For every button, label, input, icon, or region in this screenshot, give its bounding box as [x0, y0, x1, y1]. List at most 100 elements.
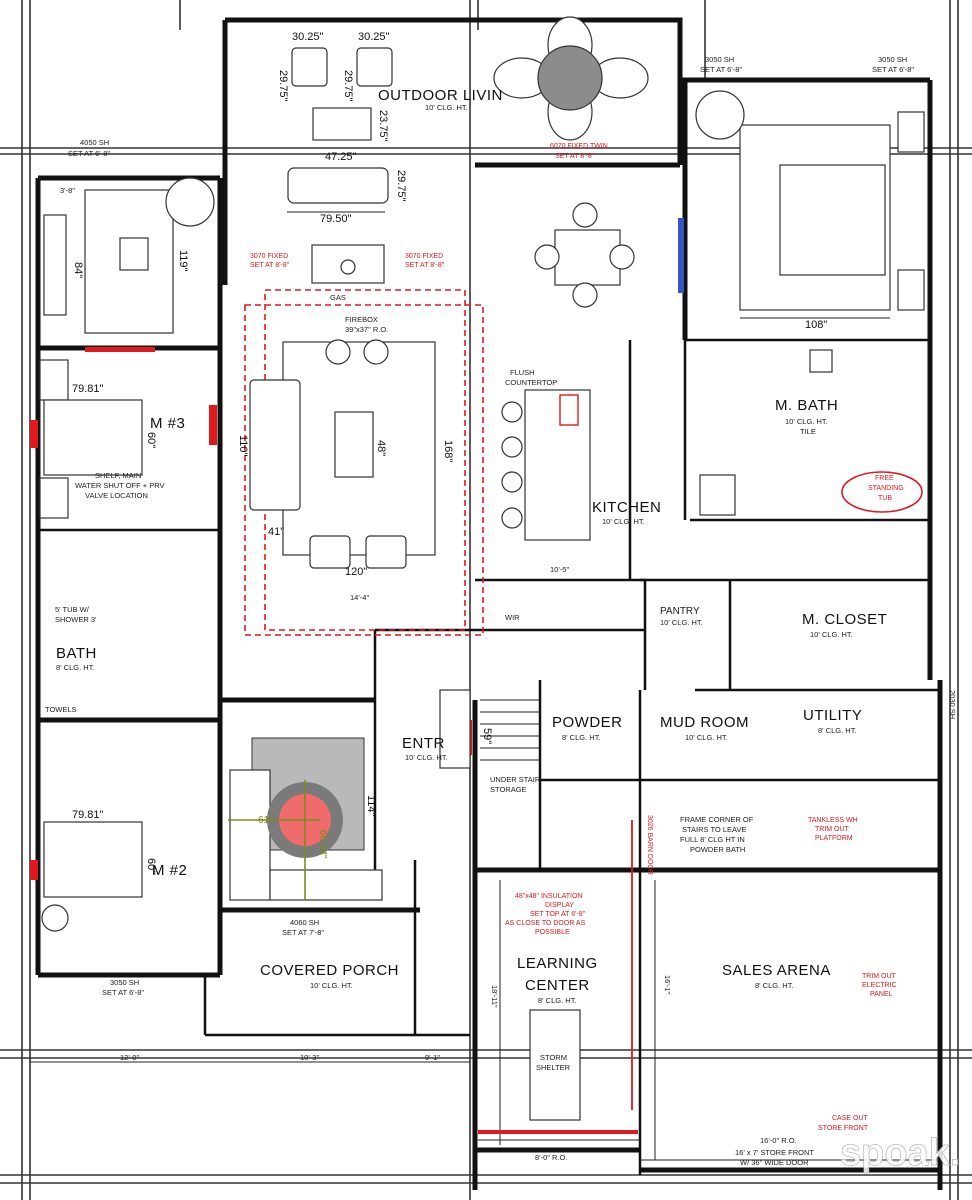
- dim-entry-114: 114": [365, 795, 377, 817]
- note-storefront-b: STORE FRONT: [818, 1125, 869, 1132]
- note-shelf-c: VALVE LOCATION: [85, 491, 148, 500]
- stairs: [439, 689, 540, 769]
- room-entry: ENTR: [402, 735, 445, 752]
- dim-14-4: 14'-4": [350, 593, 369, 602]
- dim-chair-61: 61": [258, 815, 273, 826]
- note-insulation-d: AS CLOSE TO DOOR AS: [505, 920, 586, 927]
- room-master-bath-sub: 10' CLG. HT.: [785, 417, 828, 426]
- window-label-4: 4060 SH: [290, 918, 319, 927]
- dim-sales-16: 16'-1": [663, 975, 672, 994]
- note-flush: FLUSH: [510, 368, 535, 377]
- window-label-4b: SET AT 7'-8": [282, 928, 324, 937]
- kitchen: [501, 202, 635, 541]
- storm-shelter-box: [529, 1009, 581, 1121]
- note-tankless-c: PLATFORM: [815, 835, 853, 842]
- window-label-1: 4050 SH: [80, 138, 109, 147]
- dim-porch-10: 10'-3": [300, 1053, 319, 1062]
- room-outdoor-living-sub: 10' CLG. HT.: [425, 103, 468, 112]
- dim-sofa-d: 29.75": [395, 170, 407, 202]
- room-master-closet-sub: 10' CLG. HT.: [810, 630, 853, 639]
- room-bath: BATH: [56, 645, 97, 662]
- window-label-6: 2030 SH: [948, 690, 957, 719]
- dim-sofa-w: 79.50": [320, 213, 352, 225]
- room-mud-room: MUD ROOM: [660, 714, 749, 731]
- dim-10-5: 10'-5": [550, 565, 569, 574]
- note-stairs-b: STAIRS TO LEAVE: [682, 825, 746, 834]
- window-label-3b: SET AT 6'-8": [872, 65, 914, 74]
- window-marker: [85, 347, 155, 352]
- storefront-marker: [478, 1130, 638, 1134]
- dim-bed2-l: 60": [145, 858, 157, 874]
- room-utility-sub: 8' CLG. HT.: [818, 726, 857, 735]
- walls: [35, 17, 943, 1190]
- dim-living-110: 110": [237, 435, 249, 457]
- watermark-logo: spoak.: [840, 1132, 960, 1174]
- dim-bed2-w: 79.81": [72, 809, 104, 821]
- room-bedroom2: M #2: [152, 862, 187, 879]
- room-learning-center: LEARNING: [517, 955, 598, 972]
- room-learning-center-2: CENTER: [525, 977, 590, 994]
- note-tub-c: TUB: [878, 495, 892, 502]
- dim-chair-3: 29.75": [277, 70, 289, 102]
- note-3070-a: 3070 FIXED: [250, 253, 288, 260]
- patio-table: [493, 16, 649, 141]
- note-tub-shower-b: SHOWER 3': [55, 615, 97, 624]
- dim-study-84: 84": [72, 262, 84, 278]
- note-stairs: FRAME CORNER OF: [680, 815, 754, 824]
- window-label-3: 3050 SH: [878, 55, 907, 64]
- room-master-bath-sub2: TILE: [800, 427, 816, 436]
- note-insulation-c: SET TOP AT 6'-8": [530, 911, 586, 918]
- dim-study-119: 119": [177, 250, 189, 272]
- room-learning-center-sub: 8' CLG. HT.: [538, 996, 577, 1005]
- note-store-b: W/ 36" WIDE DOOR: [740, 1158, 809, 1167]
- room-covered-porch: COVERED PORCH: [260, 962, 399, 979]
- note-electric: TRIM OUT: [862, 973, 897, 980]
- note-insulation-b: DISPLAY: [545, 902, 574, 909]
- note-tub-b: STANDING: [868, 485, 904, 492]
- dim-rug-168: 168": [442, 440, 454, 462]
- dim-learning-ro: 8'-0" R.O.: [535, 1153, 567, 1162]
- room-bath-sub: 8' CLG. HT.: [56, 663, 95, 672]
- study-furniture: [43, 177, 215, 334]
- note-3070-b2: SET AT 8'-8": [405, 262, 445, 269]
- note-6070b: SET AT 8'-8": [555, 153, 595, 160]
- room-kitchen: KITCHEN: [592, 499, 661, 516]
- dim-porch-9: 9'-1": [425, 1053, 440, 1062]
- note-insulation-e: POSSIBLE: [535, 929, 570, 936]
- master-bath-fixtures: [699, 349, 923, 516]
- dim-master-108: 108": [805, 319, 827, 331]
- note-firebox: FIREBOX: [345, 315, 378, 324]
- dim-120: 120": [345, 566, 367, 578]
- note-firebox-b: 39"x37" R.O.: [345, 325, 388, 334]
- dim-porch-12: 12'-0": [120, 1053, 139, 1062]
- dim-chair-1: 30.25": [292, 31, 324, 43]
- note-store: 16' x 7' STORE FRONT: [735, 1148, 814, 1157]
- note-stairs-d: POWDER BATH: [690, 845, 745, 854]
- room-storm-shelter: STORM: [540, 1053, 567, 1062]
- room-utility: UTILITY: [803, 707, 862, 724]
- note-electric-b: ELECTRIC: [862, 982, 897, 989]
- note-3070-a2: SET AT 8'-8": [250, 262, 290, 269]
- window-label-5b: SET AT 6'-8": [102, 988, 144, 997]
- room-wir: WIR: [505, 613, 520, 622]
- note-shelf-b: WATER SHUT OFF + PRV: [75, 481, 165, 490]
- entry-seating: [228, 720, 472, 901]
- bedroom3-furniture: [30, 359, 217, 519]
- note-tub: FREE: [875, 475, 894, 482]
- dim-learning-18: 18'-11": [490, 985, 499, 1008]
- note-flush-b: COUNTERTOP: [505, 378, 557, 387]
- room-bedroom3: M #3: [150, 415, 185, 432]
- room-covered-porch-sub: 10' CLG. HT.: [310, 981, 353, 990]
- room-kitchen-sub: 10' CLG. HT.: [602, 517, 645, 526]
- note-tankless-b: TRIM OUT: [815, 826, 850, 833]
- dim-table-w: 47.25": [325, 151, 357, 163]
- window-label-1b: SET AT 6'-8": [68, 149, 110, 158]
- note-shelf: SHELF, MAIN: [95, 471, 141, 480]
- room-powder-sub: 8' CLG. HT.: [562, 733, 601, 742]
- room-sales-arena: SALES ARENA: [722, 962, 831, 979]
- dim-chair-2: 30.25": [358, 31, 390, 43]
- room-master-closet: M. CLOSET: [802, 611, 887, 628]
- dim-41: 41": [268, 526, 284, 538]
- note-towels: TOWELS: [45, 705, 77, 714]
